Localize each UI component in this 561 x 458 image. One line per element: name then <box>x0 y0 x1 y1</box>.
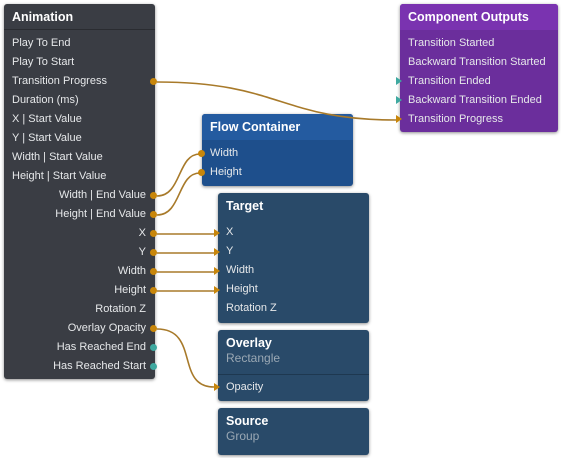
port-overlay-opacity[interactable]: Overlay Opacity <box>67 322 146 334</box>
port-has-reached-start[interactable]: Has Reached Start <box>53 360 146 372</box>
connector-out-transition-progress-in[interactable] <box>396 115 402 123</box>
connector-overlay-opacity-out[interactable] <box>150 325 157 332</box>
port-backward-transition-ended[interactable]: Backward Transition Ended <box>408 94 542 106</box>
source-header: Source Group <box>218 408 369 443</box>
port-width-start-value[interactable]: Width | Start Value <box>12 151 103 163</box>
connector-has-reached-end-out[interactable] <box>150 344 157 351</box>
animation-node[interactable]: Animation Play To End Play To Start Tran… <box>4 4 155 379</box>
port-target-x[interactable]: X <box>226 226 234 238</box>
connector-flow-height-in[interactable] <box>198 169 205 176</box>
port-y[interactable]: Y <box>138 246 146 258</box>
connector-backward-transition-ended-in[interactable] <box>396 96 402 104</box>
port-flow-width[interactable]: Width <box>210 147 239 159</box>
port-target-height[interactable]: Height <box>226 283 258 295</box>
port-flow-height[interactable]: Height <box>210 166 242 178</box>
connector-has-reached-start-out[interactable] <box>150 363 157 370</box>
overlay-subtitle: Rectangle <box>226 351 281 365</box>
component-outputs-node[interactable]: Component Outputs Transition Started Bac… <box>400 4 558 132</box>
port-x-start-value[interactable]: X | Start Value <box>12 113 82 125</box>
port-rotation-z[interactable]: Rotation Z <box>95 303 146 315</box>
connector-target-x-in[interactable] <box>214 229 220 237</box>
port-width[interactable]: Width <box>117 265 146 277</box>
port-transition-started[interactable]: Transition Started <box>408 37 495 49</box>
flow-container-node[interactable]: Flow Container Width Height <box>202 114 353 186</box>
overlay-divider <box>218 374 369 375</box>
port-transition-ended[interactable]: Transition Ended <box>408 75 491 87</box>
target-title: Target <box>226 199 264 213</box>
port-play-to-end[interactable]: Play To End <box>12 37 71 49</box>
flow-container-title: Flow Container <box>202 114 353 140</box>
connector-target-width-in[interactable] <box>214 267 220 275</box>
connector-width-out[interactable] <box>150 268 157 275</box>
port-target-width[interactable]: Width <box>226 264 255 276</box>
animation-node-title: Animation <box>4 4 155 30</box>
port-target-y[interactable]: Y <box>226 245 234 257</box>
source-title: Source <box>226 414 269 428</box>
connector-transition-ended-in[interactable] <box>396 77 402 85</box>
overlay-header: Overlay Rectangle <box>218 330 369 370</box>
overlay-node[interactable]: Overlay Rectangle Opacity <box>218 330 369 401</box>
port-has-reached-end[interactable]: Has Reached End <box>56 341 146 353</box>
wire-overlay-opacity <box>156 328 215 388</box>
target-node[interactable]: Target X Y Width Height Rotation Z <box>218 193 369 323</box>
source-subtitle: Group <box>226 429 260 443</box>
port-transition-progress[interactable]: Transition Progress <box>12 75 107 87</box>
connector-x-out[interactable] <box>150 230 157 237</box>
port-y-start-value[interactable]: Y | Start Value <box>12 132 82 144</box>
port-play-to-start[interactable]: Play To Start <box>12 56 75 68</box>
connector-width-end-out[interactable] <box>150 192 157 199</box>
port-out-transition-progress[interactable]: Transition Progress <box>408 113 503 125</box>
port-duration[interactable]: Duration (ms) <box>12 94 79 106</box>
overlay-title: Overlay <box>226 336 272 350</box>
wire-height-end <box>156 172 201 216</box>
connector-overlay-opacity-in[interactable] <box>214 383 220 391</box>
port-backward-transition-started[interactable]: Backward Transition Started <box>408 56 546 68</box>
port-width-end-value[interactable]: Width | End Value <box>58 189 146 201</box>
component-outputs-title: Component Outputs <box>400 4 558 30</box>
connector-y-out[interactable] <box>150 249 157 256</box>
connector-target-height-in[interactable] <box>214 286 220 294</box>
connector-target-y-in[interactable] <box>214 248 220 256</box>
connector-height-end-out[interactable] <box>150 211 157 218</box>
port-height[interactable]: Height <box>114 284 146 296</box>
port-overlay-opacity-in[interactable]: Opacity <box>226 381 264 393</box>
source-node[interactable]: Source Group <box>218 408 369 455</box>
port-height-start-value[interactable]: Height | Start Value <box>12 170 107 182</box>
connector-height-out[interactable] <box>150 287 157 294</box>
port-x[interactable]: X <box>138 227 146 239</box>
connector-flow-width-in[interactable] <box>198 150 205 157</box>
port-height-end-value[interactable]: Height | End Value <box>55 208 146 220</box>
wire-width-end <box>156 153 201 197</box>
connector-transition-progress-out[interactable] <box>150 78 157 85</box>
port-target-rotation-z[interactable]: Rotation Z <box>226 302 277 314</box>
